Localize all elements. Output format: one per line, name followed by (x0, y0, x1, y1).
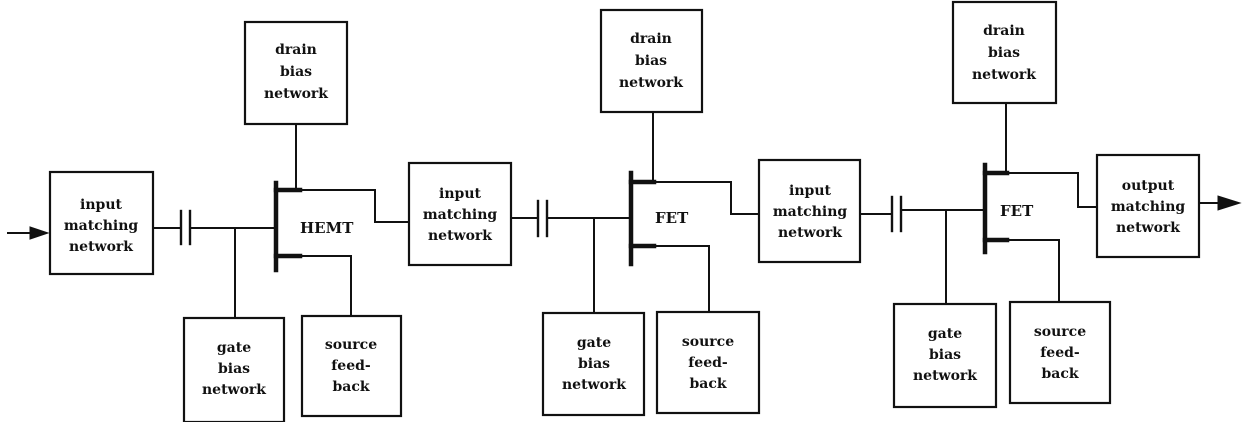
stage1-drain-bias-line2: bias (280, 64, 312, 80)
stage2-source-feedback-wire (653, 245, 710, 313)
stage2-drain-bias-line3: network (619, 75, 683, 91)
stage1-source-feedback-box (300, 314, 403, 418)
stage3-input-matching-line3: network (778, 225, 842, 241)
stage2-gate-bias-line3: network (562, 377, 626, 393)
stage1-output-wire (299, 189, 410, 223)
stage1-drain-bias-box (243, 20, 349, 126)
output-matching-line3: network (1116, 220, 1180, 236)
stage3-source-feedback-line1: source (1034, 324, 1086, 340)
input-arrow-icon (29, 226, 50, 240)
stage3-input-matching-line2: matching (773, 204, 848, 220)
stage1-source-feedback-line2: feed- (331, 358, 371, 374)
stage3-output-wire (1006, 172, 1098, 208)
stage1-input-matching-line2: matching (64, 218, 139, 234)
stage1-input-matching-box (48, 170, 155, 276)
stage3-source-feedback-line2: feed- (1040, 345, 1080, 361)
stage1-drain-bias-line3: network (264, 86, 328, 102)
stage2-drain-bias-line1: drain (630, 31, 672, 47)
stage-1: input matching network gate bias network… (48, 20, 410, 422)
stage2-gate-bias-box (541, 311, 646, 417)
stage1-gate-bias-box (182, 316, 286, 422)
stage2-source-feedback-box (655, 310, 761, 415)
stage2-drain-bias-line2: bias (635, 53, 667, 69)
stage2-source-feedback-line3: back (689, 376, 726, 392)
stage3-drain-bias-line1: drain (983, 23, 1025, 39)
stage1-drain-bias-line1: drain (275, 42, 317, 58)
stage1-gate-bias-line2: bias (218, 361, 250, 377)
stage-3: input matching network gate bias network… (757, 0, 1112, 409)
stage-2: input matching network gate bias network… (407, 8, 761, 417)
stage3-source-feedback-line3: back (1041, 366, 1078, 382)
stage1-source-feedback-wire (299, 255, 352, 317)
stage1-gate-bias-line3: network (202, 382, 266, 398)
stage2-input-matching-box (407, 161, 513, 267)
stage3-input-matching-box (757, 158, 862, 264)
stage1-input-matching-line3: network (69, 239, 133, 255)
stage2-source-feedback-line1: source (682, 334, 734, 350)
stage3-gate-bias-box (892, 302, 998, 409)
stage3-input-matching-line1: input (789, 183, 831, 199)
output-matching-line2: matching (1111, 199, 1186, 215)
stage2-input-matching-line1: input (439, 186, 481, 202)
stage3-gate-bias-line1: gate (928, 326, 962, 342)
stage2-source-feedback-line2: feed- (688, 355, 728, 371)
stage2-input-matching-line2: matching (423, 207, 498, 223)
stage1-gate-bias-line1: gate (217, 340, 251, 356)
stage3-device-label: FET (1000, 202, 1034, 220)
stage3-drain-bias-line2: bias (988, 45, 1020, 61)
stage2-device-label: FET (655, 209, 689, 227)
stage2-input-matching-line3: network (428, 228, 492, 244)
stage2-output-wire (653, 181, 760, 215)
stage1-device-label: HEMT (300, 219, 354, 237)
stage3-source-feedback-wire (1006, 239, 1060, 303)
stage1-input-matching-line1: input (80, 197, 122, 213)
stage3-source-feedback-box (1008, 300, 1112, 405)
stage2-gate-bias-line1: gate (577, 335, 611, 351)
stage3-drain-bias-box (951, 0, 1058, 105)
stage1-source-feedback-line3: back (332, 379, 369, 395)
stage2-drain-bias-box (599, 8, 704, 114)
output-matching-box (1095, 153, 1201, 259)
stage1-source-feedback-line1: source (325, 337, 377, 353)
output-arrow-icon (1217, 195, 1242, 211)
stage3-gate-bias-line2: bias (929, 347, 961, 363)
stage3-drain-bias-line3: network (972, 67, 1036, 83)
output-matching-line1: output (1122, 178, 1175, 194)
stage2-gate-bias-line2: bias (578, 356, 610, 372)
stage3-gate-bias-line3: network (913, 368, 977, 384)
